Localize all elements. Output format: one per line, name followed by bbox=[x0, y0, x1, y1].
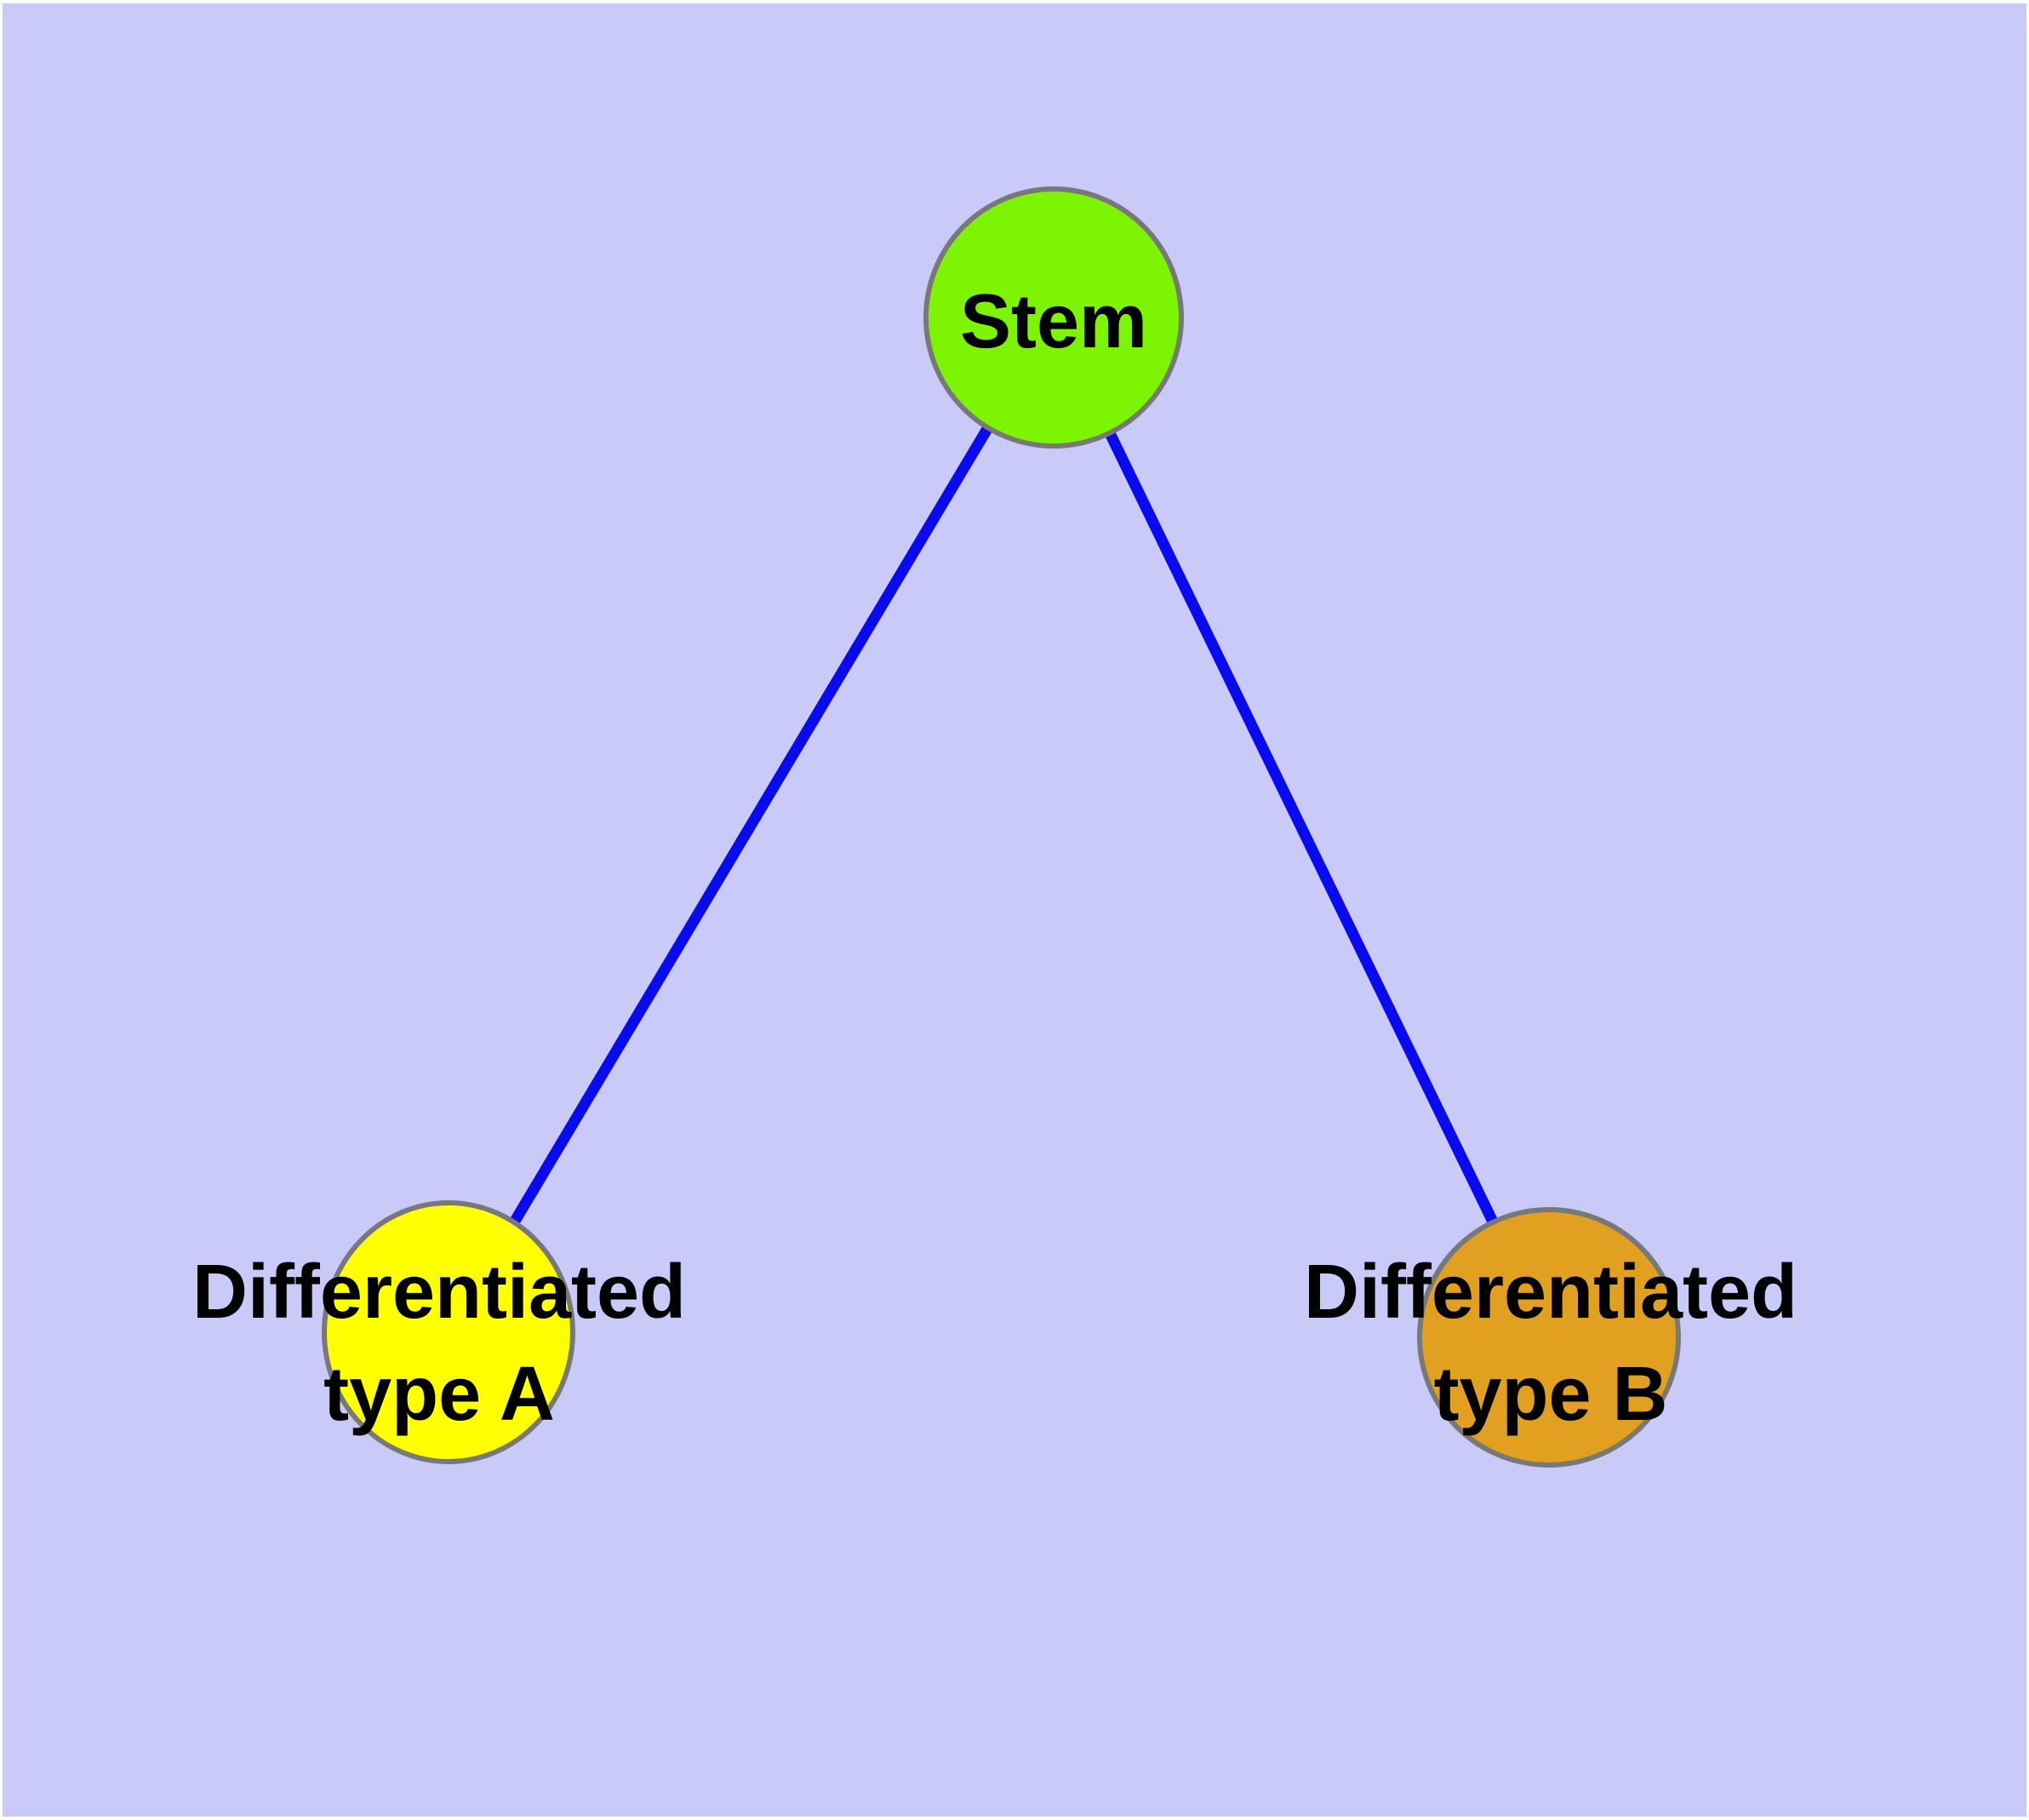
node-stem-circle bbox=[923, 186, 1184, 449]
node-type-b-label-line2: type B bbox=[1433, 1352, 1667, 1437]
node-type-a-label-line1: Differentiated bbox=[192, 1250, 686, 1335]
edge-stem-to-type-b bbox=[1049, 315, 1554, 1340]
node-stem-label: Stem bbox=[960, 279, 1147, 364]
edge-stem-to-type-a bbox=[443, 314, 1059, 1336]
node-type-b-label-line1: Differentiated bbox=[1304, 1250, 1798, 1335]
node-type-a-label-line2: type A bbox=[323, 1352, 555, 1437]
node-type-a-circle bbox=[322, 1200, 575, 1464]
node-type-b-circle bbox=[1417, 1207, 1681, 1468]
